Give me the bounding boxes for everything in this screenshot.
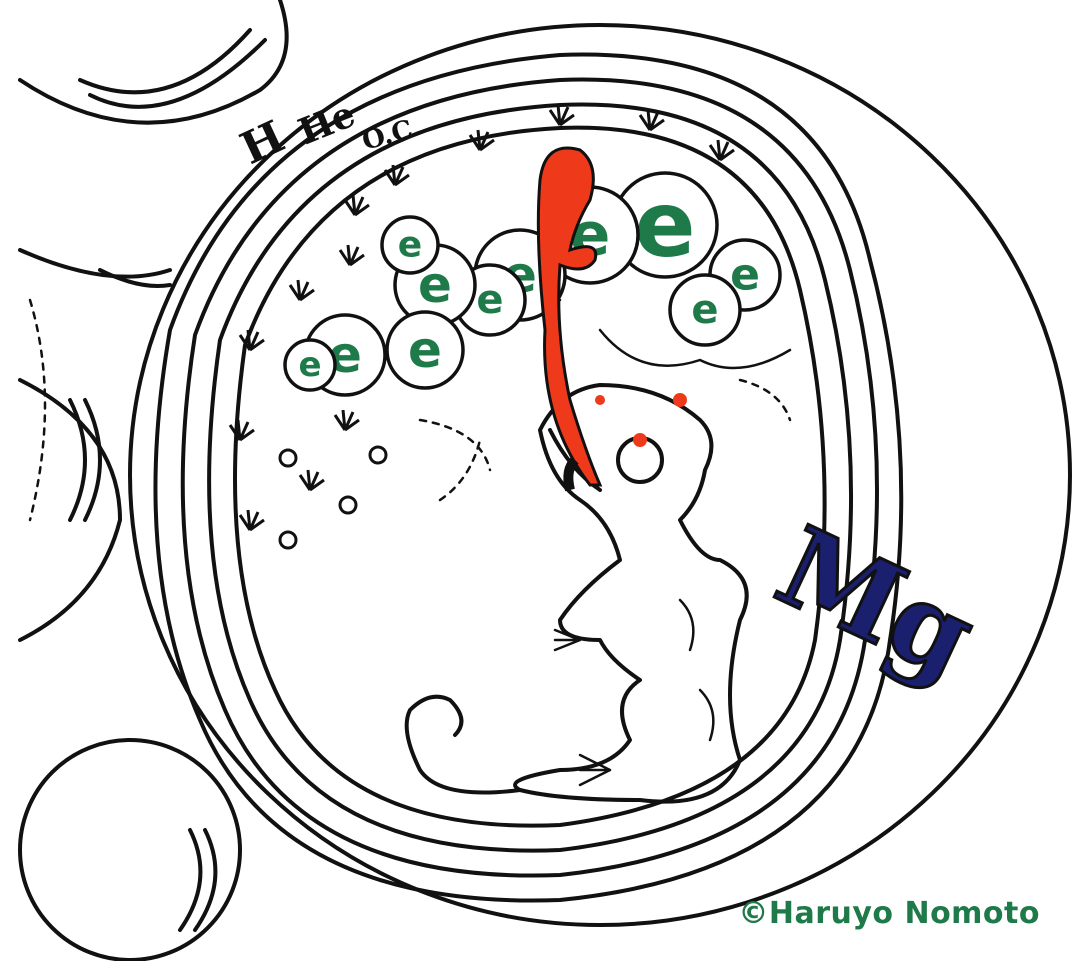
- electron-ball: e: [387, 312, 463, 388]
- electron-label: e: [408, 321, 442, 379]
- electron-label: e: [298, 345, 321, 385]
- shell-label-oc: O.C: [359, 115, 416, 157]
- electron-label: e: [398, 225, 422, 266]
- shell-labels: H He O.C: [233, 93, 416, 175]
- tongue: [538, 148, 600, 490]
- shell-label-h: H: [233, 111, 292, 175]
- electron-ball: e: [382, 217, 438, 273]
- element-symbol-mg: Mg: [759, 502, 994, 703]
- electron-label: e: [476, 277, 503, 323]
- electron-label: e: [634, 173, 695, 278]
- electron-label: e: [691, 287, 718, 333]
- artist-credit: ©Haruyo Nomoto: [738, 896, 1040, 931]
- electron-ball: e: [670, 275, 740, 345]
- electron-ball: e: [285, 340, 335, 390]
